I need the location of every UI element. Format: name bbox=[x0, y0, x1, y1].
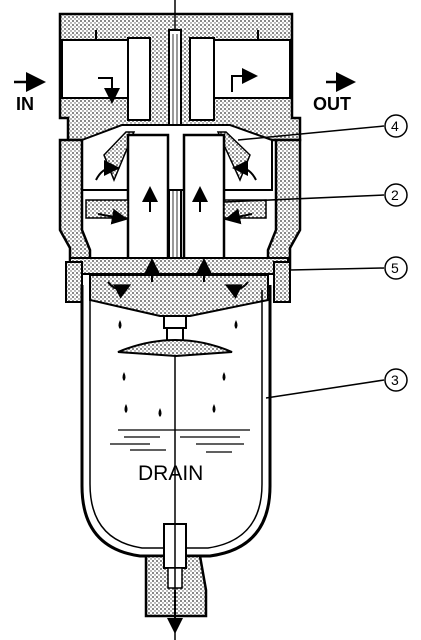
callout-3-number: 3 bbox=[391, 372, 399, 388]
callout-5-number: 5 bbox=[391, 260, 399, 276]
callout-3: 3 bbox=[265, 368, 408, 399]
callout-5: 5 bbox=[289, 256, 408, 280]
body-shell bbox=[58, 138, 302, 317]
droplets bbox=[118, 320, 238, 417]
liquid-level bbox=[110, 429, 250, 453]
callout-4: 4 bbox=[237, 114, 408, 141]
outlet-label: OUT bbox=[313, 94, 351, 114]
outlet-label-group: OUT bbox=[313, 72, 356, 114]
callout-2: 2 bbox=[223, 183, 408, 207]
inlet-label: IN bbox=[16, 94, 34, 114]
inlet-label-group: IN bbox=[14, 72, 46, 114]
callout-2-number: 2 bbox=[391, 187, 399, 203]
callout-4-number: 4 bbox=[391, 118, 399, 134]
deflector-louver bbox=[81, 124, 273, 305]
drain-label: DRAIN bbox=[138, 462, 203, 485]
